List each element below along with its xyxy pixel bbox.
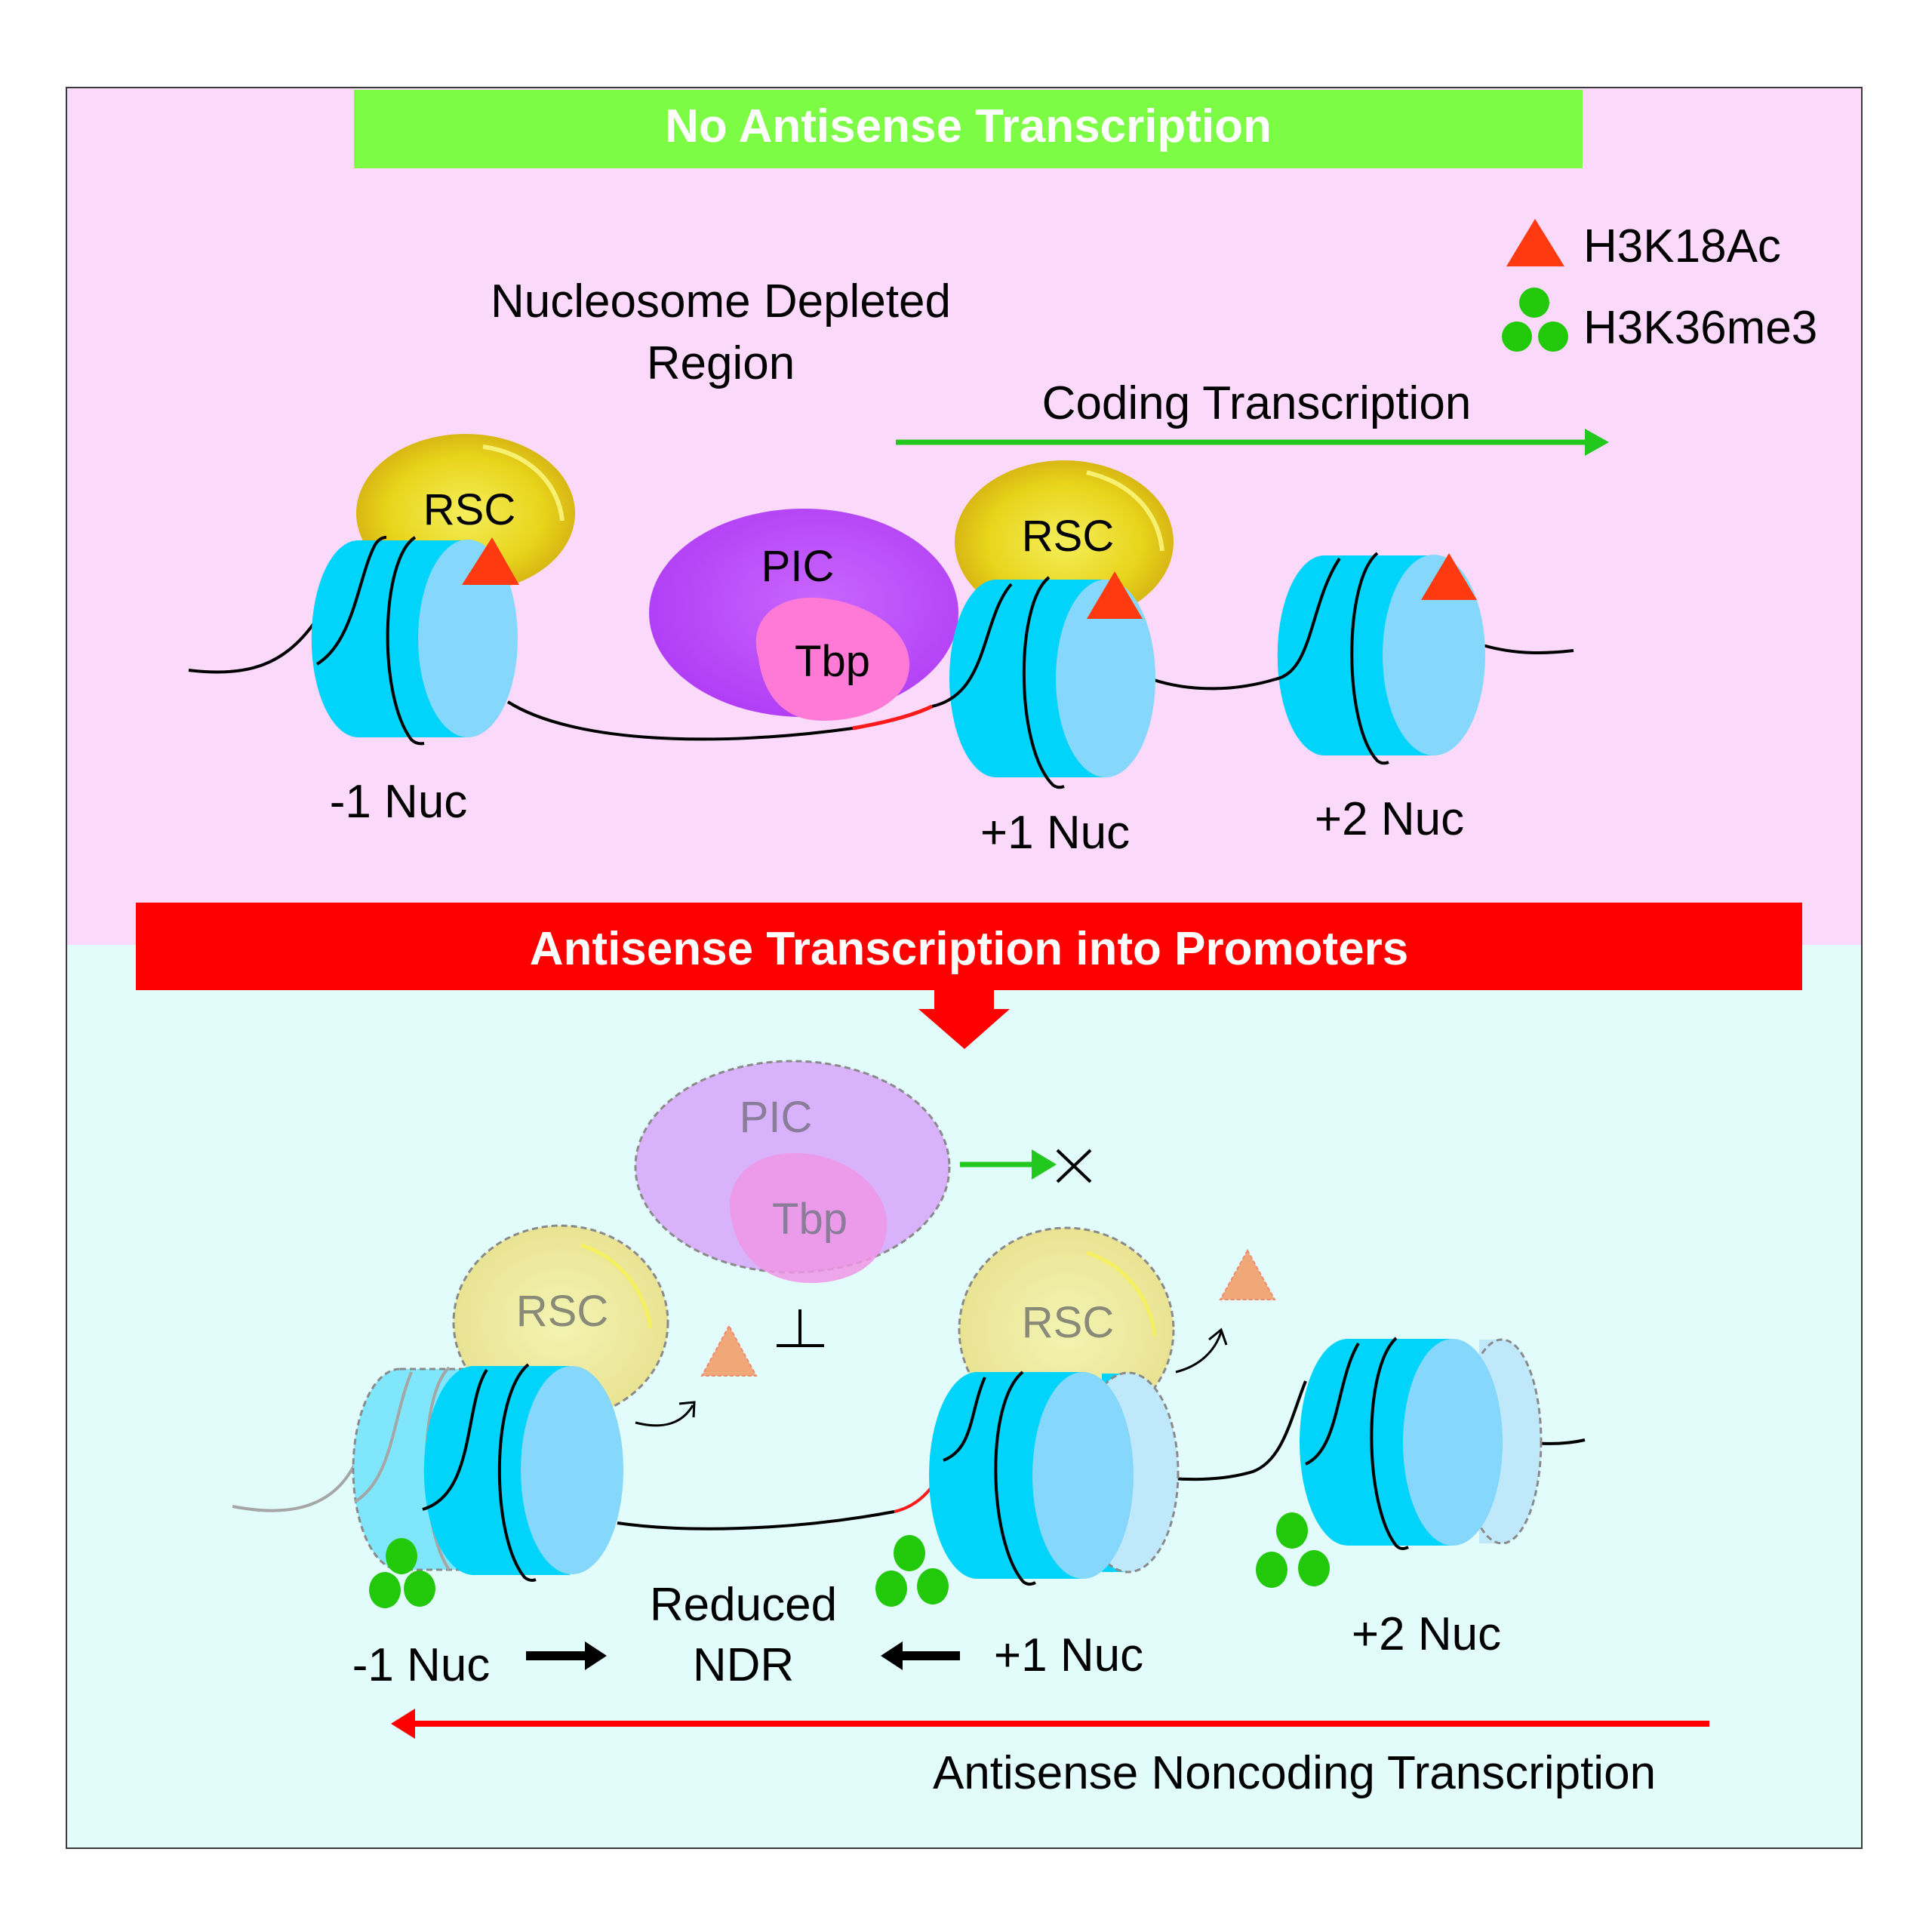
nucleosome-plus2-top xyxy=(1275,552,1485,765)
legend-dots-icon xyxy=(1502,288,1568,352)
ndr-label-line1: Nucleosome Depleted xyxy=(491,275,951,328)
h3k18ac-triangle-icon xyxy=(1087,571,1143,619)
reduced-ndr-label-line2: NDR xyxy=(693,1639,794,1691)
nucleosome-minus1-top xyxy=(311,536,519,746)
bottom-banner xyxy=(136,903,1802,990)
down-arrow-icon xyxy=(918,989,1010,1049)
block-x-icon xyxy=(1056,1149,1092,1183)
nuc-label-minus1-top: -1 Nuc xyxy=(330,776,468,828)
antisense-transcription-label: Antisense Noncoding Transcription xyxy=(933,1747,1656,1799)
nuc-label-minus1-bottom: -1 Nuc xyxy=(352,1639,491,1691)
dna-linker-reduced-ndr xyxy=(617,1510,895,1531)
pic-label: PIC xyxy=(740,1093,813,1142)
ndr-label-line2: Region xyxy=(647,337,795,389)
rsc-label: RSC xyxy=(1022,512,1114,561)
nuc-label-plus2-top: +2 Nuc xyxy=(1315,793,1464,845)
tbp-label: Tbp xyxy=(795,637,870,686)
h3k18ac-triangle-icon xyxy=(1421,553,1477,600)
top-banner xyxy=(354,90,1583,168)
pic-complex-top: PIC Tbp xyxy=(649,509,958,721)
blocked-transcription-arrow xyxy=(960,1149,1057,1180)
release-arrow-icon xyxy=(635,1401,696,1427)
h3k18ac-removed-triangle-icon xyxy=(1219,1248,1276,1300)
h3k36me3-dots-icon xyxy=(875,1535,949,1607)
inhibition-icon xyxy=(777,1309,824,1347)
nuc-label-plus1-top: +1 Nuc xyxy=(980,807,1130,859)
legend-triangle-icon xyxy=(1506,219,1564,266)
bottom-banner-title: Antisense Transcription into Promoters xyxy=(530,923,1408,975)
nuc-label-plus2-bottom: +2 Nuc xyxy=(1352,1608,1501,1660)
rsc-label: RSC xyxy=(423,485,515,534)
dna-linker-ndr xyxy=(506,700,854,741)
tbp-label: Tbp xyxy=(772,1195,848,1244)
antisense-transcription-arrow xyxy=(391,1709,1709,1739)
rsc-label: RSC xyxy=(1022,1298,1114,1347)
h3k36me3-dots-icon xyxy=(1256,1512,1330,1588)
h3k18ac-removed-triangle-icon xyxy=(700,1324,758,1377)
legend-label-h3k36me3: H3K36me3 xyxy=(1583,302,1817,354)
dna-linker-plus1-plus2 xyxy=(1151,678,1276,691)
h3k36me3-dots-icon xyxy=(369,1538,435,1608)
nucleosome-plus2-bottom xyxy=(1300,1337,1543,1551)
h3k18ac-triangle-icon xyxy=(462,537,519,585)
shift-right-arrow-icon xyxy=(526,1641,607,1670)
shift-left-arrow-icon xyxy=(881,1641,960,1670)
dna-promoter-segment xyxy=(852,704,934,731)
top-banner-title: No Antisense Transcription xyxy=(665,100,1272,152)
dna-strand-ghost xyxy=(232,1463,356,1512)
reduced-ndr-label-line1: Reduced xyxy=(650,1579,837,1631)
pic-complex-evicted: PIC Tbp xyxy=(634,1060,951,1283)
legend: H3K18Ac H3K36me3 xyxy=(1502,219,1817,354)
coding-transcription-arrow xyxy=(896,429,1609,456)
pic-label: PIC xyxy=(761,542,835,591)
nucleosome-minus1-bottom xyxy=(352,1363,623,1582)
legend-label-h3k18ac: H3K18Ac xyxy=(1583,220,1781,272)
nucleosome-plus1-top xyxy=(931,571,1155,789)
nucleosome-plus1-bottom xyxy=(929,1371,1180,1586)
release-arrow-icon xyxy=(1175,1327,1228,1374)
dna-strand-end-top xyxy=(1482,644,1574,655)
nuc-label-plus1-bottom: +1 Nuc xyxy=(994,1629,1143,1681)
coding-transcription-label: Coding Transcription xyxy=(1042,377,1472,429)
rsc-label: RSC xyxy=(516,1287,608,1336)
figure-frame xyxy=(66,87,1863,1849)
dna-strand-top xyxy=(188,617,318,674)
